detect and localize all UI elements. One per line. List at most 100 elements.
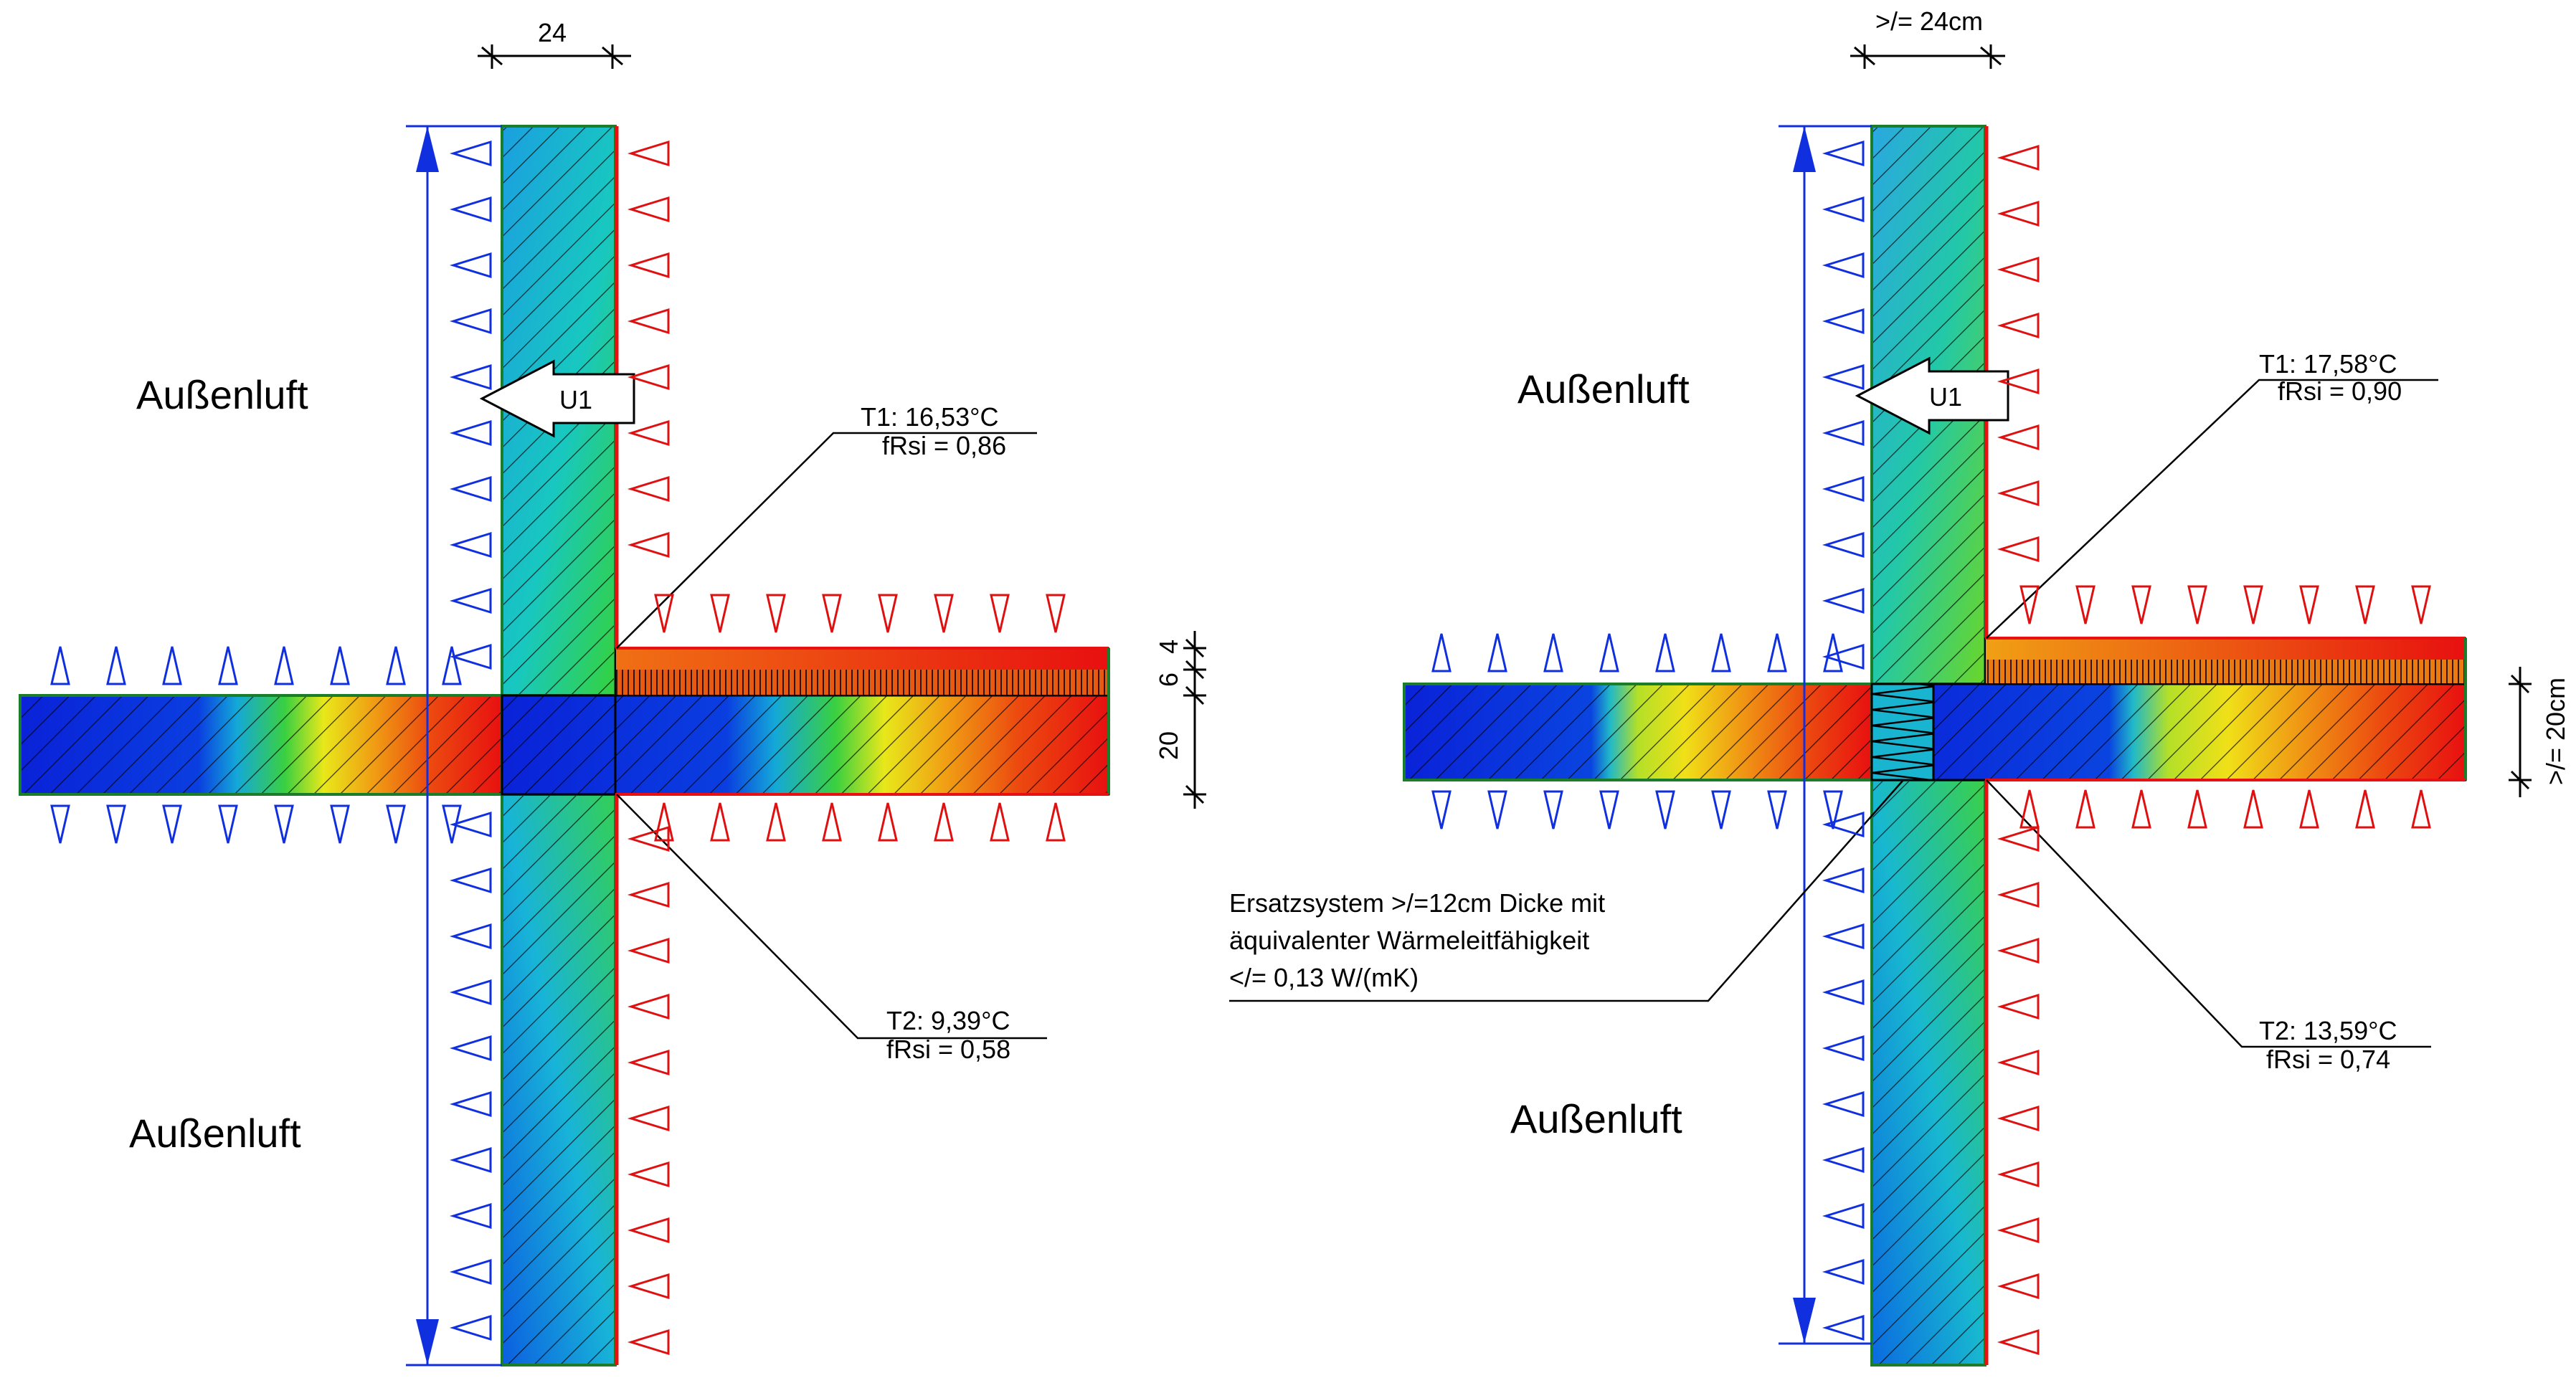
left-top-air-label: Außenluft	[136, 372, 308, 417]
air-arrow	[1822, 475, 1865, 503]
air-arrow	[1822, 363, 1865, 391]
right-u1-label: U1	[1929, 382, 1962, 412]
right-t1-frsi: fRsi = 0,90	[2278, 376, 2402, 406]
right-t1-title: T1: 17,58°C	[2259, 349, 2397, 379]
air-arrow	[1822, 923, 1865, 950]
air-arrow	[627, 140, 670, 167]
air-arrow	[2187, 585, 2207, 624]
air-arrow	[1997, 1273, 2040, 1300]
air-arrow	[627, 937, 670, 964]
air-arrow	[1487, 633, 1507, 673]
air-arrow	[1997, 825, 2040, 852]
left-u1-arrow	[479, 359, 635, 438]
air-arrow	[449, 1146, 492, 1174]
air-arrow	[449, 923, 492, 950]
left-screed	[615, 648, 1109, 670]
air-arrow	[1997, 424, 2040, 451]
right-air-arrows	[1431, 140, 2431, 1356]
left-insulation	[615, 670, 1109, 695]
left-dim-20: 20	[1154, 731, 1183, 760]
air-arrow	[1822, 1258, 1865, 1285]
air-arrow	[1431, 790, 1452, 830]
air-arrow	[1822, 252, 1865, 279]
air-arrow	[2355, 585, 2375, 624]
air-arrow	[1046, 594, 1066, 633]
air-arrow	[442, 804, 462, 844]
left-width-value: 24	[538, 18, 567, 47]
air-arrow	[1711, 790, 1731, 830]
air-arrow	[1822, 587, 1865, 614]
air-arrow	[449, 643, 492, 670]
air-arrow	[1599, 633, 1619, 673]
air-arrow	[878, 594, 898, 633]
air-arrow	[934, 802, 954, 842]
right-t2-title: T2: 13,59°C	[2259, 1016, 2397, 1045]
air-arrow	[627, 1161, 670, 1188]
air-arrow	[1046, 802, 1066, 842]
air-arrow	[1431, 633, 1452, 673]
air-arrow	[2355, 789, 2375, 829]
left-t1-leader	[616, 432, 1037, 649]
air-arrow	[449, 1090, 492, 1118]
air-arrow	[449, 475, 492, 503]
air-arrow	[1822, 1314, 1865, 1341]
air-arrow	[1822, 1202, 1865, 1230]
air-arrow	[449, 196, 492, 223]
air-arrow	[2411, 789, 2431, 829]
air-arrow	[218, 804, 238, 844]
air-arrow	[627, 1273, 670, 1300]
right-t1-leader	[1986, 379, 2438, 639]
air-arrow	[627, 475, 670, 503]
right-bottom-air-label: Außenluft	[1510, 1096, 1682, 1141]
air-arrow	[442, 646, 462, 685]
air-arrow	[1822, 308, 1865, 335]
air-arrow	[1822, 196, 1865, 223]
air-arrow	[1997, 368, 2040, 395]
air-arrow	[627, 993, 670, 1020]
air-arrow	[2075, 789, 2096, 829]
left-u1-label: U1	[559, 385, 592, 414]
air-arrow	[1655, 790, 1675, 830]
left-dim-6: 6	[1154, 673, 1183, 687]
air-arrow	[2131, 585, 2151, 624]
air-arrow	[1997, 200, 2040, 227]
air-arrow	[627, 1329, 670, 1356]
air-arrow	[766, 802, 786, 842]
air-arrow	[449, 1202, 492, 1230]
right-note-line3: </= 0,13 W/(mK)	[1229, 963, 1419, 992]
air-arrow	[1997, 312, 2040, 339]
air-arrow	[766, 594, 786, 633]
air-arrow	[449, 1314, 492, 1341]
air-arrow	[1997, 881, 2040, 908]
air-arrow	[710, 594, 730, 633]
air-arrow	[1655, 633, 1675, 673]
air-arrow	[2243, 585, 2263, 624]
air-arrow	[627, 881, 670, 908]
left-t2-leader	[616, 794, 1047, 1040]
air-arrow	[1997, 1049, 2040, 1076]
air-arrow	[274, 646, 294, 685]
air-arrow	[654, 802, 674, 842]
air-arrow	[1543, 633, 1563, 673]
left-t2-frsi: fRsi = 0,58	[886, 1035, 1010, 1064]
air-arrow	[1543, 790, 1563, 830]
air-arrow	[822, 802, 842, 842]
right-width-value: >/= 24cm	[1875, 6, 1983, 36]
air-arrow	[1822, 419, 1865, 447]
air-arrow	[1997, 480, 2040, 507]
right-t2-leader	[1986, 779, 2431, 1048]
right-detail: U1 >/= 24cm >/= 20cm T1: 17,58°C fRsi = …	[1229, 6, 2570, 1367]
right-note-leader	[1229, 779, 1904, 1002]
air-arrow	[449, 363, 492, 391]
air-arrow	[1997, 144, 2040, 171]
air-arrow	[934, 594, 954, 633]
left-t1-frsi: fRsi = 0,86	[882, 431, 1006, 460]
air-arrow	[1822, 979, 1865, 1006]
air-arrow	[1487, 790, 1507, 830]
air-arrow	[2131, 789, 2151, 829]
air-arrow	[1997, 1161, 2040, 1188]
air-arrow	[1997, 937, 2040, 964]
air-arrow	[627, 363, 670, 391]
air-arrow	[878, 802, 898, 842]
air-arrow	[449, 252, 492, 279]
